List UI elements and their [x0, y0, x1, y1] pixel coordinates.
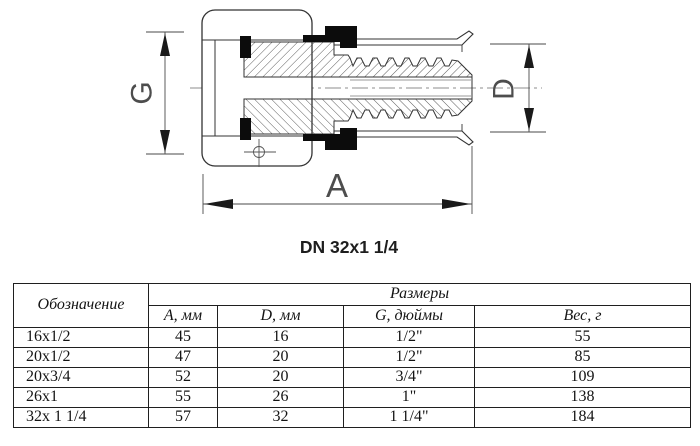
technical-drawing-area: G D A DN 32x1 1/4 — [126, 9, 546, 257]
dimension-d — [490, 43, 546, 133]
dim-d-label: D — [488, 78, 521, 100]
cell-designation: 20x1/2 — [13, 347, 149, 368]
cell-a: 52 — [148, 367, 218, 388]
cell-designation: 16x1/2 — [13, 327, 149, 348]
oring-seal — [240, 36, 251, 58]
cell-a: 55 — [148, 387, 218, 408]
dimension-g — [146, 31, 184, 155]
cell-d: 26 — [217, 387, 344, 408]
dim-d-arrow-down — [524, 108, 534, 131]
cell-a: 57 — [148, 407, 218, 428]
cell-d: 20 — [217, 347, 344, 368]
cell-a: 47 — [148, 347, 218, 368]
cell-weight: 55 — [473, 327, 692, 348]
cell-g: 3/4" — [343, 367, 475, 388]
cell-g: 1 1/4" — [343, 407, 475, 428]
dn-size-caption: DN 32x1 1/4 — [300, 237, 399, 257]
weep-hole — [244, 139, 276, 167]
table-row: 26x1 55 26 1" 138 — [13, 387, 692, 408]
header-designation: Обозначение — [13, 283, 149, 328]
spec-table: Обозначение Размеры А, мм D, мм G, дюймы… — [13, 283, 692, 428]
header-g-inch: G, дюймы — [343, 305, 475, 328]
fitting-section-drawing: G D A DN 32x1 1/4 — [126, 9, 546, 257]
body-section-hatched — [243, 41, 473, 78]
hex-nut-outline — [201, 9, 313, 167]
header-a-mm: А, мм — [148, 305, 218, 328]
hex-nut — [201, 9, 313, 167]
table-row: 16x1/2 45 16 1/2" 55 — [13, 327, 692, 348]
dim-d-arrow-up — [524, 45, 534, 68]
retaining-clip — [303, 26, 357, 48]
dim-g-arrow-up — [160, 33, 170, 56]
dimension-a — [202, 146, 473, 214]
dim-a-arrow-right — [442, 199, 471, 209]
fitting-top-half — [240, 26, 474, 81]
header-sizes: Размеры — [147, 283, 692, 306]
header-d-mm: D, мм — [217, 305, 344, 328]
cell-g: 1/2" — [343, 347, 475, 368]
cell-weight: 138 — [473, 387, 692, 408]
cell-d: 20 — [217, 367, 344, 388]
cell-designation: 32x 1 1/4 — [13, 407, 149, 428]
cell-weight: 109 — [473, 367, 692, 388]
cell-d: 32 — [217, 407, 344, 428]
cell-weight: 85 — [473, 347, 692, 368]
dim-a-label: A — [326, 167, 348, 204]
table-row: 20x1/2 47 20 1/2" 85 — [13, 347, 692, 368]
cell-g: 1/2" — [343, 327, 475, 348]
table-row: 32x 1 1/4 57 32 1 1/4" 184 — [13, 407, 692, 428]
cell-a: 45 — [148, 327, 218, 348]
cell-g: 1" — [343, 387, 475, 408]
dim-g-label: G — [126, 81, 159, 104]
table-header-row-2: А, мм D, мм G, дюймы Вес, г — [14, 305, 692, 328]
cell-designation: 20x3/4 — [13, 367, 149, 388]
table-header-row-1: Обозначение Размеры — [13, 283, 692, 328]
cell-designation: 26x1 — [13, 387, 149, 408]
dim-a-arrow-left — [204, 199, 233, 209]
dim-g-arrow-down — [160, 130, 170, 153]
table-row: 20x3/4 52 20 3/4" 109 — [13, 367, 692, 388]
cell-d: 16 — [217, 327, 344, 348]
header-weight: Вес, г — [473, 305, 692, 328]
press-sleeve — [333, 30, 474, 46]
cell-weight: 184 — [473, 407, 692, 428]
